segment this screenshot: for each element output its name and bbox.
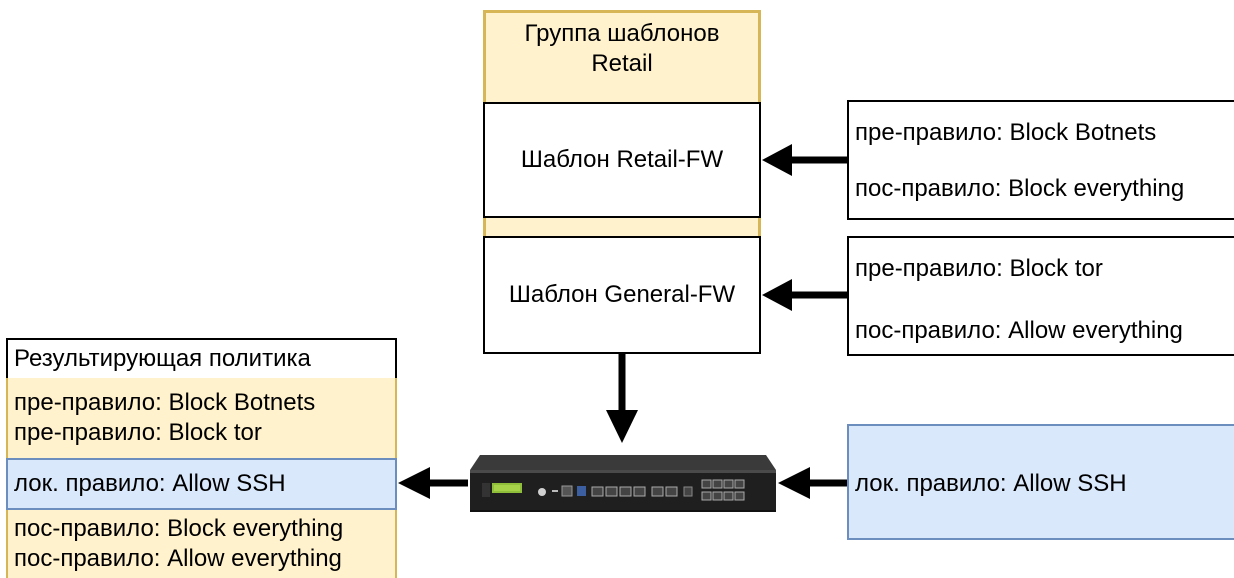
local-rule-box: лок. правило: Allow SSH [847,424,1234,540]
result-pre-rule: пре-правило: Block Botnets [14,389,316,416]
template-group-title: Группа шаблонов Retail [524,20,720,77]
arrow-retail-rules-to-template [762,144,847,176]
arrow-device-to-result [398,467,468,499]
resulting-post-rules: пос-правило: Block everything пос-правил… [6,510,397,578]
resulting-pre-rules: пре-правило: Block Botnets пре-правило: … [6,378,397,458]
arrow-general-rules-to-template [762,279,847,311]
resulting-policy-title-box: Результирующая политика [6,338,397,380]
template-retail-fw-label: Шаблон Retail-FW [520,146,724,173]
result-local-rule: лок. правило: Allow SSH [14,470,286,497]
result-post-rule: пос-правило: Block everything [14,515,344,542]
firewall-appliance-icon [470,455,776,512]
template-general-fw: Шаблон General-FW [483,236,761,354]
template-general-fw-label: Шаблон General-FW [508,281,736,308]
result-post-rule: пос-правило: Allow everything [14,545,342,572]
retail-pre-rule: пре-правило: Block Botnets [855,119,1157,146]
retail-rules-box: пре-правило: Block Botnets пос-правило: … [847,100,1234,220]
retail-post-rule: пос-правило: Block everything [855,175,1185,202]
general-rules-box: пре-правило: Block tor пос-правило: Allo… [847,236,1234,356]
template-retail-fw: Шаблон Retail-FW [483,102,761,218]
arrow-template-to-device [606,354,638,443]
resulting-policy-title: Результирующая политика [14,345,311,372]
resulting-local-rules: лок. правило: Allow SSH [6,458,397,510]
general-pre-rule: пре-правило: Block tor [855,255,1103,282]
general-post-rule: пос-правило: Allow everything [855,317,1183,344]
arrow-local-rule-to-device [778,467,847,499]
result-pre-rule: пре-правило: Block tor [14,419,262,446]
local-rule-text: лок. правило: Allow SSH [855,470,1127,497]
